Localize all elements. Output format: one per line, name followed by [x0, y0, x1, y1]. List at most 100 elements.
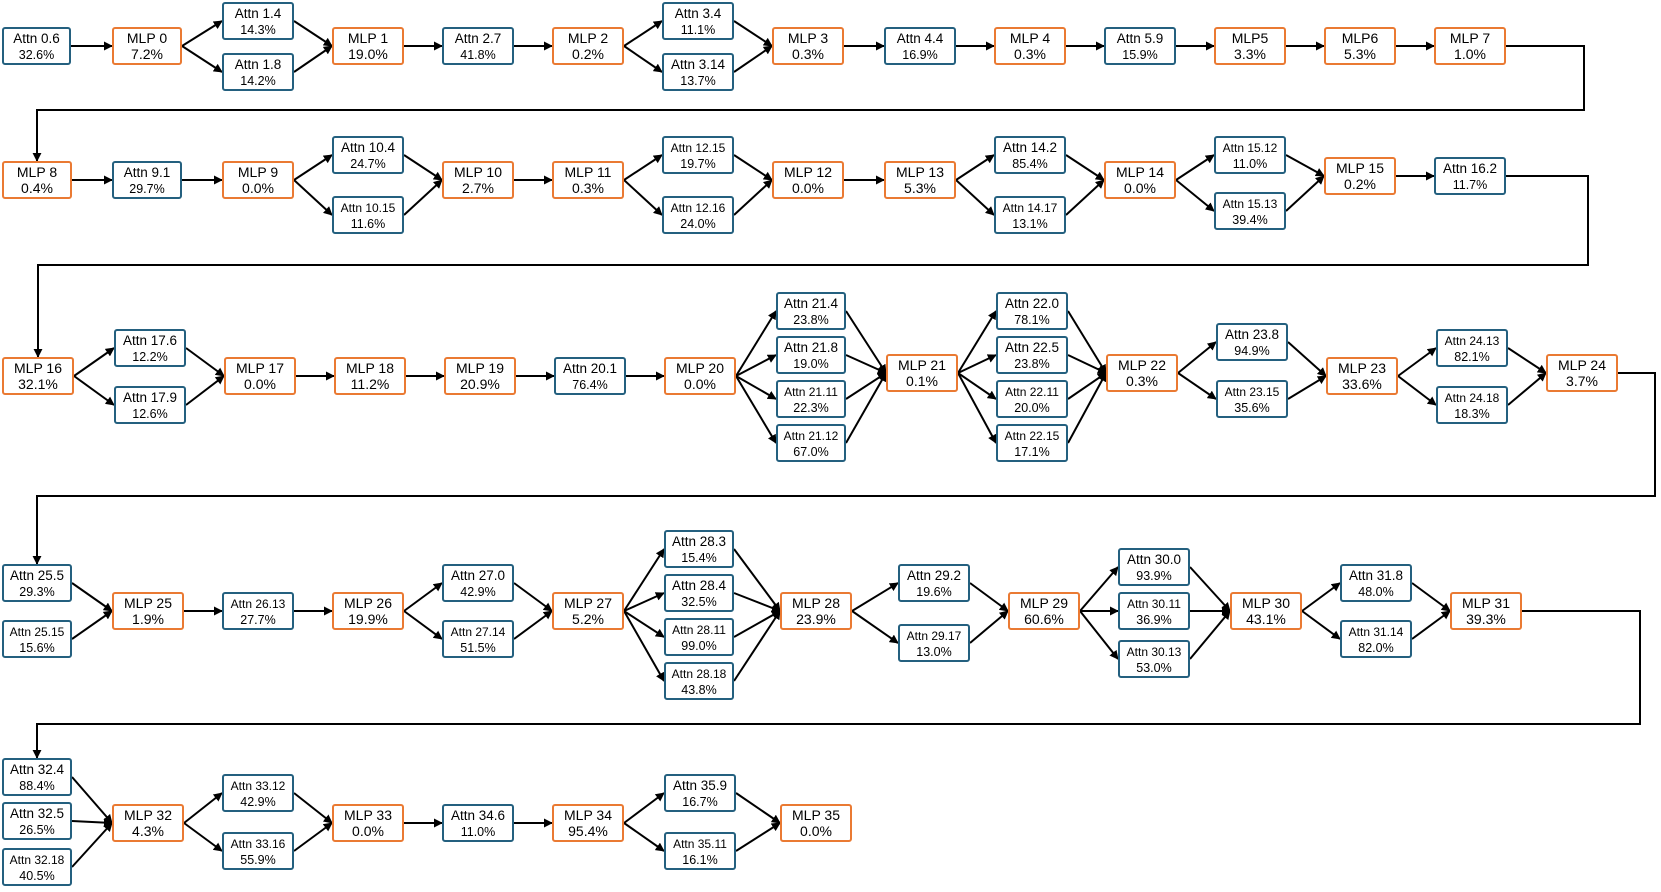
edge-m21-to-a22-5 — [957, 354, 997, 374]
node-mlp8: MLP 80.4% — [2, 161, 72, 199]
mlp-node-box — [1450, 592, 1522, 630]
mlp-node-box — [334, 357, 406, 395]
node-percentage: 94.9% — [1234, 344, 1269, 358]
edge-m23-to-a24-13 — [1397, 347, 1437, 377]
edge-a15-13-to-m15 — [1285, 175, 1325, 212]
edge-m11-to-a12-15 — [623, 154, 663, 181]
attn-node-box — [332, 136, 404, 174]
node-percentage: 0.3% — [1014, 46, 1046, 62]
attn-node-box — [554, 357, 626, 395]
attn-node-box — [442, 564, 514, 602]
attn-node-box — [222, 832, 294, 870]
edge-a14-2-to-m14 — [1065, 154, 1105, 181]
node-percentage: 13.0% — [916, 645, 951, 659]
node-label: MLP 7 — [1450, 30, 1490, 46]
edge-a29-2-to-m29 — [969, 582, 1009, 612]
edge-a10-4-to-m10 — [403, 154, 443, 181]
attn-node-box — [664, 774, 736, 812]
node-percentage: 35.6% — [1234, 401, 1269, 415]
edge-a3-4-to-m3 — [733, 20, 773, 47]
node-mlp9: MLP 90.0% — [222, 161, 294, 199]
node-label: Attn 29.2 — [907, 568, 961, 583]
node-label: Attn 31.14 — [1349, 625, 1404, 639]
node-percentage: 39.4% — [1232, 213, 1267, 227]
node-label: MLP 16 — [14, 360, 62, 376]
edge-m34-to-a35-11 — [623, 822, 665, 852]
node-percentage: 19.7% — [680, 157, 715, 171]
node-label: Attn 24.18 — [1445, 391, 1500, 405]
node-label: Attn 10.15 — [341, 201, 396, 215]
edge-a28-18-to-m28 — [733, 610, 781, 682]
node-attn4-4: Attn 4.416.9% — [884, 27, 956, 65]
node-label: Attn 25.15 — [10, 625, 65, 639]
mlp-node-box — [332, 27, 404, 65]
mlp-node-box — [780, 592, 852, 630]
node-label: Attn 4.4 — [897, 31, 944, 46]
node-label: Attn 23.15 — [1225, 385, 1280, 399]
edge-m29-to-a30-13 — [1079, 610, 1119, 660]
edge-m20-to-a21-12 — [735, 375, 777, 444]
edge-a25-15-to-m25 — [71, 610, 113, 640]
edge-m13-to-a14-17 — [955, 179, 995, 216]
attn-node-box — [1340, 620, 1412, 658]
mlp-node-box — [780, 804, 852, 842]
node-percentage: 17.1% — [1014, 445, 1049, 459]
node-percentage: 76.4% — [572, 378, 607, 392]
node-attn32-4: Attn 32.488.4% — [2, 758, 72, 796]
node-percentage: 19.6% — [916, 585, 951, 599]
node-percentage: 51.5% — [460, 641, 495, 655]
edge-a10-15-to-m10 — [403, 179, 443, 216]
node-label: MLP 14 — [1116, 164, 1164, 180]
node-percentage: 15.6% — [19, 641, 54, 655]
node-label: Attn 14.2 — [1003, 140, 1057, 155]
node-attn29-2: Attn 29.2 19.6% — [898, 564, 970, 602]
node-label: Attn 28.4 — [672, 578, 727, 593]
node-percentage: 29.3% — [19, 585, 54, 599]
edge-m11-to-a12-16 — [623, 179, 663, 216]
attn-node-box — [1118, 592, 1190, 630]
attn-node-box — [114, 329, 186, 367]
attn-node-box — [884, 27, 956, 65]
edge-m26-to-a27-0 — [403, 582, 443, 612]
attn-node-box — [2, 802, 72, 840]
node-mlp2: MLP 20.2% — [552, 27, 624, 65]
node-percentage: 1.9% — [132, 611, 164, 627]
edge-a28-4-to-m28 — [733, 592, 781, 613]
node-label: Attn 1.8 — [235, 57, 282, 72]
node-percentage: 11.6% — [351, 217, 386, 231]
node-percentage: 43.1% — [1246, 611, 1286, 627]
node-percentage: 0.3% — [572, 180, 604, 196]
node-label: Attn 2.7 — [455, 31, 502, 46]
node-mlp0: MLP 07.2% — [112, 27, 182, 65]
node-percentage: 23.8% — [1014, 357, 1049, 371]
node-percentage: 53.0% — [1136, 661, 1171, 675]
node-percentage: 55.9% — [240, 853, 275, 867]
edge-m20-to-a21-4 — [735, 310, 777, 377]
edge-m30-to-a31-8 — [1301, 582, 1341, 612]
node-percentage: 0.4% — [21, 180, 53, 196]
attn-node-box — [442, 27, 514, 65]
mlp-node-box — [112, 804, 184, 842]
attn-node-box — [664, 832, 736, 870]
node-percentage: 0.2% — [572, 46, 604, 62]
node-label: Attn 22.15 — [1005, 429, 1060, 443]
node-percentage: 24.7% — [350, 157, 385, 171]
edge-a33-12-to-m33 — [293, 792, 333, 824]
node-mlp27: MLP 275.2% — [552, 592, 624, 630]
mlp-node-box — [552, 592, 624, 630]
edge-m0-to-a1-8 — [181, 45, 223, 73]
attn-node-box — [996, 380, 1068, 418]
edge-a22-5-to-m22 — [1067, 354, 1107, 374]
node-percentage: 95.4% — [568, 823, 608, 839]
